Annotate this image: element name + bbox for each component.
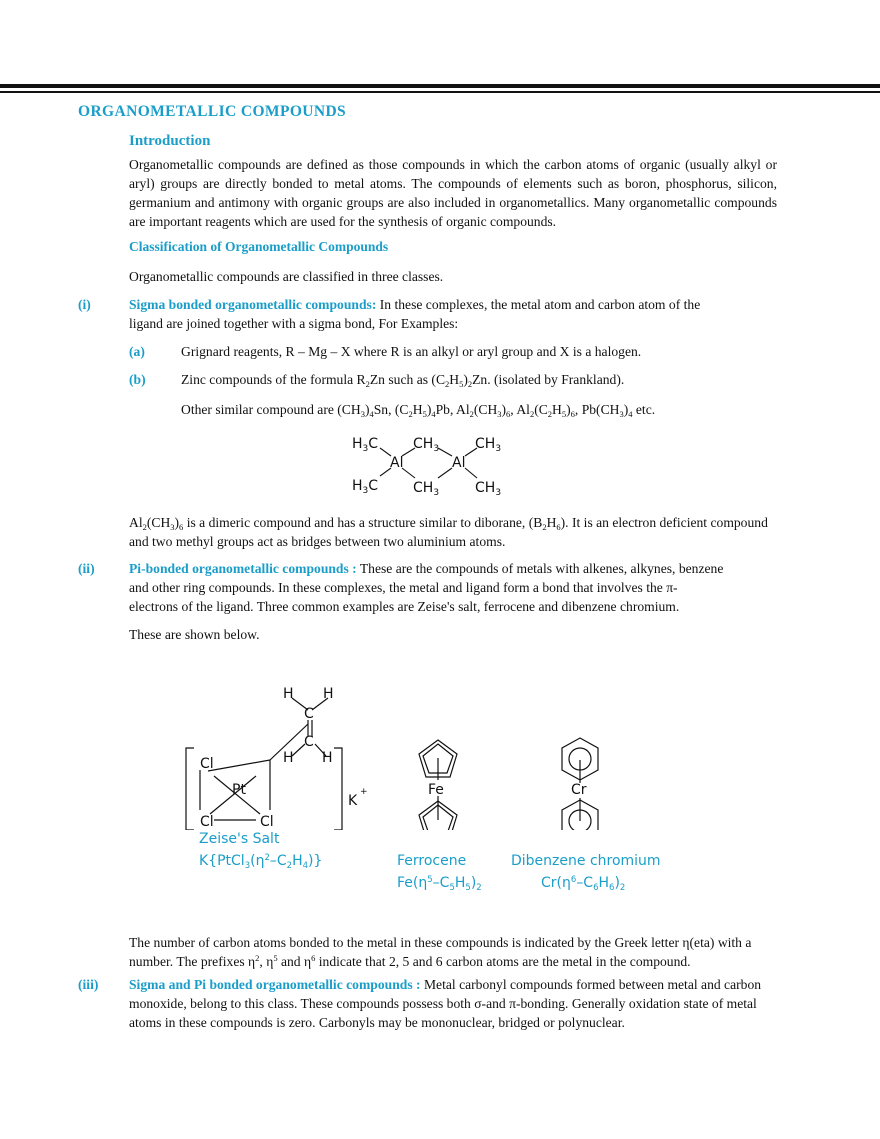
pi-marker: (ii) [78, 561, 95, 576]
header-rule-thin [0, 91, 880, 93]
sigma-title: Sigma bonded organometallic compounds: [129, 297, 377, 312]
sigma-pi-line1: Sigma and Pi bonded organometallic compo… [129, 977, 762, 992]
pi-line1: Pi-bonded organometallic compounds : The… [129, 561, 724, 576]
classification-heading: Classification of Organometallic Compoun… [129, 239, 389, 254]
svg-text:H3C: H3C [352, 478, 378, 496]
svg-text:CH3: CH3 [413, 480, 439, 498]
svg-text:CH3: CH3 [475, 436, 501, 454]
classification-text: Organometallic compounds are classified … [129, 269, 444, 284]
svg-text:Pt: Pt [232, 782, 246, 798]
svg-text:Cr: Cr [571, 782, 587, 798]
svg-text:CH3: CH3 [413, 436, 439, 454]
sigma-text1: In these complexes, the metal atom and c… [376, 297, 701, 312]
svg-text:Cl: Cl [200, 756, 214, 772]
svg-text:H3C: H3C [352, 436, 378, 454]
pi-title: Pi-bonded organometallic compounds : [129, 561, 357, 576]
item-a-marker: (a) [129, 344, 145, 359]
sigma-pi-line2: monoxide, belong to this class. These co… [129, 996, 757, 1011]
pi-line3: electrons of the ligand. Three common ex… [129, 599, 680, 614]
svg-text:C: C [304, 706, 314, 722]
sigma-pi-marker: (iii) [78, 977, 99, 992]
ferrocene-label: Ferrocene [397, 853, 467, 869]
dimer-line2: and two methyl groups act as bridges bet… [129, 534, 506, 549]
svg-text:Cl: Cl [200, 814, 214, 830]
sigma-line1: Sigma bonded organometallic compounds: I… [129, 295, 700, 314]
intro-heading: Introduction [129, 133, 211, 149]
svg-text:K: K [348, 793, 358, 809]
trimethylaluminium-dimer-structure: H3C CH3 CH3 Al Al H3C CH3 CH3 [352, 436, 501, 498]
eta-line1: The number of carbon atoms bonded to the… [129, 935, 752, 950]
svg-text:H: H [323, 686, 334, 702]
ferrocene-formula: Fe(η5–C5H5)2 [397, 875, 482, 893]
svg-text:C: C [304, 734, 314, 750]
svg-text:+: + [360, 787, 368, 797]
pi-shown-text: These are shown below. [129, 627, 260, 642]
item-b-marker: (b) [129, 372, 146, 387]
sigma-pi-title: Sigma and Pi bonded organometallic compo… [129, 977, 421, 992]
header-rule-thick [0, 84, 880, 88]
dimer-line1: Al2(CH3)6 is a dimeric compound and has … [129, 515, 768, 532]
pi-line2: and other ring compounds. In these compl… [129, 580, 678, 595]
section-title: ORGANOMETALLIC COMPOUNDS [78, 103, 347, 120]
svg-text:H: H [283, 686, 294, 702]
sigma-marker: (i) [78, 297, 91, 312]
dibenzene-label: Dibenzene chromium [511, 853, 661, 869]
svg-text:H: H [322, 750, 333, 766]
svg-text:H: H [283, 750, 294, 766]
item-b-text: Zinc compounds of the formula R2Zn such … [181, 372, 625, 389]
eta-line2: number. The prefixes η2, η5 and η6 indic… [129, 953, 691, 969]
svg-text:Fe: Fe [428, 782, 444, 798]
item-a-text: Grignard reagents, R – Mg – X where R is… [181, 344, 642, 359]
svg-text:Al: Al [390, 455, 403, 471]
sigma-pi-line3: atoms in these compounds is zero. Carbon… [129, 1015, 625, 1030]
dibenzene-formula: Cr(η6–C6H6)2 [541, 875, 626, 893]
zeise-formula: K{PtCl3(η2–C2H4)} [199, 853, 323, 871]
intro-paragraph: Organometallic compounds are defined as … [129, 157, 777, 229]
zeise-label: Zeise's Salt [199, 831, 280, 847]
sigma-line2: ligand are joined together with a sigma … [129, 316, 459, 331]
svg-text:Al: Al [452, 455, 465, 471]
svg-text:CH3: CH3 [475, 480, 501, 498]
other-compounds-text: Other similar compound are (CH3)4Sn, (C2… [181, 402, 656, 419]
svg-text:Cl: Cl [260, 814, 274, 830]
pi-complexes-figure: H H C C H H Cl Pt Cl Cl K + Fe Cr [185, 686, 599, 830]
